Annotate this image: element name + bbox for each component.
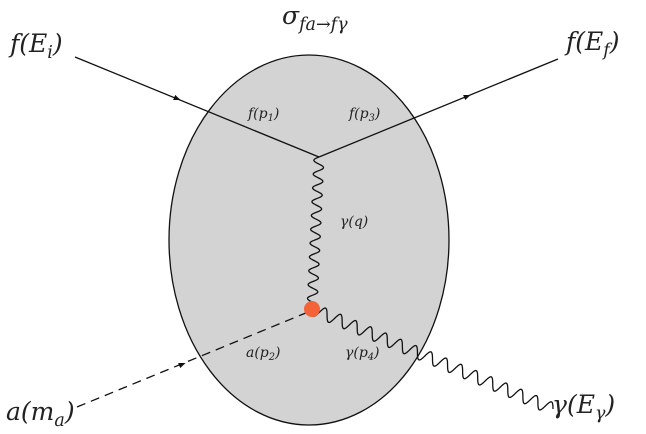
outgoing-photon-label: γ(Eγ) <box>552 390 615 424</box>
interaction-blob <box>168 54 450 426</box>
outgoing-fermion-label: f(Ef) <box>564 27 620 61</box>
cross-section-title: σfa→fγ <box>282 1 348 35</box>
momentum-p1-label: f(p1) <box>247 106 279 124</box>
internal-photon-propagator <box>306 156 325 310</box>
axion-photon-vertex <box>304 301 320 317</box>
momentum-p3-label: f(p3) <box>348 106 380 124</box>
incoming-fermion-line <box>74 56 320 158</box>
outgoing-photon-line <box>311 307 554 411</box>
momentum-q-label: γ(q) <box>340 214 368 230</box>
momentum-p2-label: a(p2) <box>246 345 280 363</box>
momentum-p4-label: γ(p4) <box>345 345 380 363</box>
outgoing-fermion-line <box>318 58 559 158</box>
incoming-axion-label: a(ma) <box>6 397 75 431</box>
incoming-axion-line <box>76 309 314 408</box>
incoming-fermion-label: f(Ei) <box>8 29 63 63</box>
